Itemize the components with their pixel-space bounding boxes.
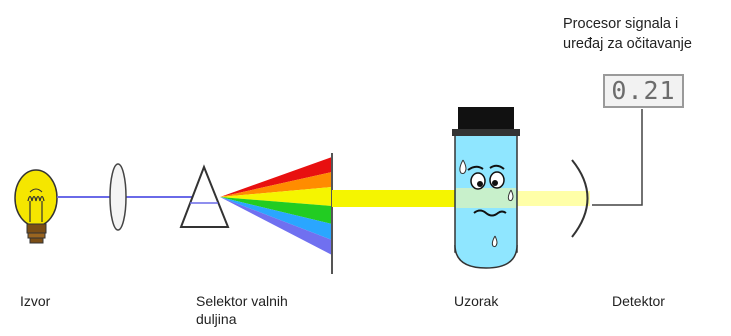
selector-label-line2: duljina xyxy=(196,311,237,327)
detector-icon xyxy=(571,159,589,238)
selector-label-line1: Selektor valnih xyxy=(196,293,288,309)
readout-display: 0.21 xyxy=(603,74,684,108)
processor-label-line2: uređaj za očitavanje xyxy=(563,36,692,52)
selected-beam xyxy=(332,190,456,207)
test-tube-face-icon xyxy=(452,107,520,269)
light-bulb-icon xyxy=(14,169,58,244)
processor-label-line1: Procesor signala i xyxy=(563,16,679,32)
transmitted-beam xyxy=(514,191,590,206)
sample-label: Uzorak xyxy=(454,293,499,309)
source-label: Izvor xyxy=(20,293,51,309)
lens-icon xyxy=(109,163,127,231)
selector-label: Selektor valnih duljina xyxy=(196,292,288,328)
processor-label: Procesor signala i uređaj za očitavanje xyxy=(563,14,692,54)
detector-label: Detektor xyxy=(612,293,665,309)
prism-icon xyxy=(179,164,230,228)
spectrum-fan xyxy=(220,157,332,255)
signal-wire xyxy=(592,109,643,206)
